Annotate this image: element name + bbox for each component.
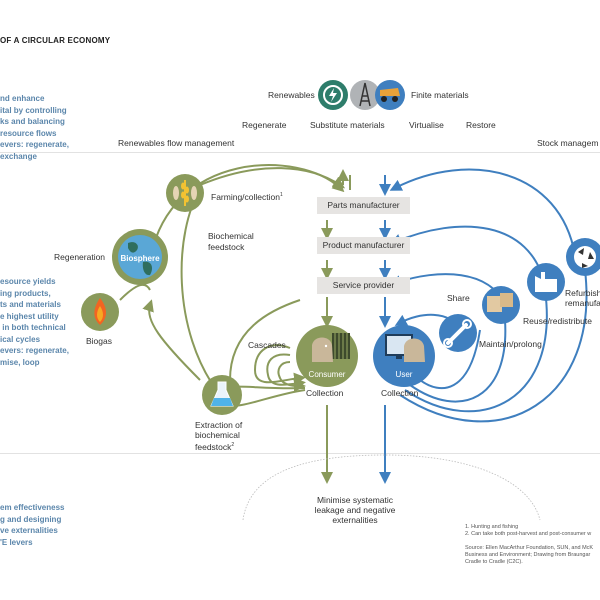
reuse-redistribute-label: Reuse/redistribute (523, 316, 592, 326)
principle-1-text: nd enhance ital by controlling ks and ba… (0, 94, 69, 161)
leakage-ellipse (242, 454, 541, 521)
stock-management-label: Stock managem (537, 138, 599, 148)
consumer-icon: Consumer (296, 325, 358, 387)
lever-restore: Restore (466, 120, 496, 130)
lever-regenerate: Regenerate (242, 120, 287, 130)
product-manufacturer-box: Product manufacturer (317, 237, 410, 254)
farming-text: Farming/collection (211, 192, 280, 202)
biogas-label: Biogas (86, 336, 112, 346)
finite-materials-label: Finite materials (411, 90, 469, 100)
biosphere-label: Biosphere (120, 254, 160, 263)
maintain-prolong-label: Maintain/prolong (479, 339, 542, 349)
service-provider-box: Service provider (317, 277, 410, 294)
biogas-icon (81, 293, 119, 331)
recycle-icon (566, 238, 600, 276)
footnote-1-marker: 1 (279, 192, 283, 199)
oil-derrick-icon (350, 80, 380, 110)
share-label: Share (447, 293, 470, 303)
renewables-flow-management-label: Renewables flow management (118, 138, 235, 148)
footnote-2-marker: 2 (231, 442, 235, 448)
principle-3-text: em effectiveness g and designing ve exte… (0, 503, 65, 547)
parts-manufacturer-box: Parts manufacturer (317, 197, 410, 214)
user-collection-label: Collection (381, 388, 419, 398)
refurbish-remanufacture-label: Refurbish/ remanufa (565, 288, 600, 308)
lever-substitute-materials: Substitute materials (310, 120, 385, 130)
farming-collection-label: Farming/collection1 (211, 192, 283, 202)
renewables-icon (318, 80, 348, 110)
extraction-text: Extraction of biochemical feedstock (195, 420, 243, 452)
extraction-label: Extraction of biochemical feedstock2 (195, 420, 242, 452)
renewables-label: Renewables (268, 90, 315, 100)
farming-icon (166, 174, 204, 212)
boxes-icon (482, 286, 520, 324)
regeneration-label: Regeneration (54, 252, 106, 262)
page-title: OF A CIRCULAR ECONOMY (0, 36, 111, 45)
factory-icon (527, 263, 565, 301)
consumer-collection-label: Collection (306, 388, 344, 398)
biochemical-feedstock-label: Biochemical feedstock (208, 231, 254, 252)
footnotes: 1. Hunting and fishing 2. Can take both … (465, 524, 592, 537)
extraction-arc (180, 189, 221, 396)
user-icon: User (373, 325, 435, 387)
consumer-label: Consumer (309, 370, 346, 379)
principle-2-text: esource yields ing products, ts and mate… (0, 277, 69, 367)
mining-truck-icon (375, 80, 405, 110)
lever-virtualise: Virtualise (409, 120, 444, 130)
biosphere-icon: Biosphere (112, 229, 168, 285)
farming-flow (199, 167, 345, 189)
divider-bottom (0, 453, 600, 454)
user-label: User (396, 370, 413, 379)
leakage-label: Minimise systematic leakage and negative… (314, 495, 396, 525)
divider-top (0, 152, 600, 153)
cascades-label: Cascades (248, 340, 286, 350)
biogas-flow (142, 299, 201, 381)
source-text: Source: Ellen MacArthur Foundation, SUN,… (465, 545, 594, 565)
biosphere-flow (149, 164, 345, 261)
wrench-icon (439, 314, 477, 352)
extraction-flask-icon (202, 375, 242, 415)
